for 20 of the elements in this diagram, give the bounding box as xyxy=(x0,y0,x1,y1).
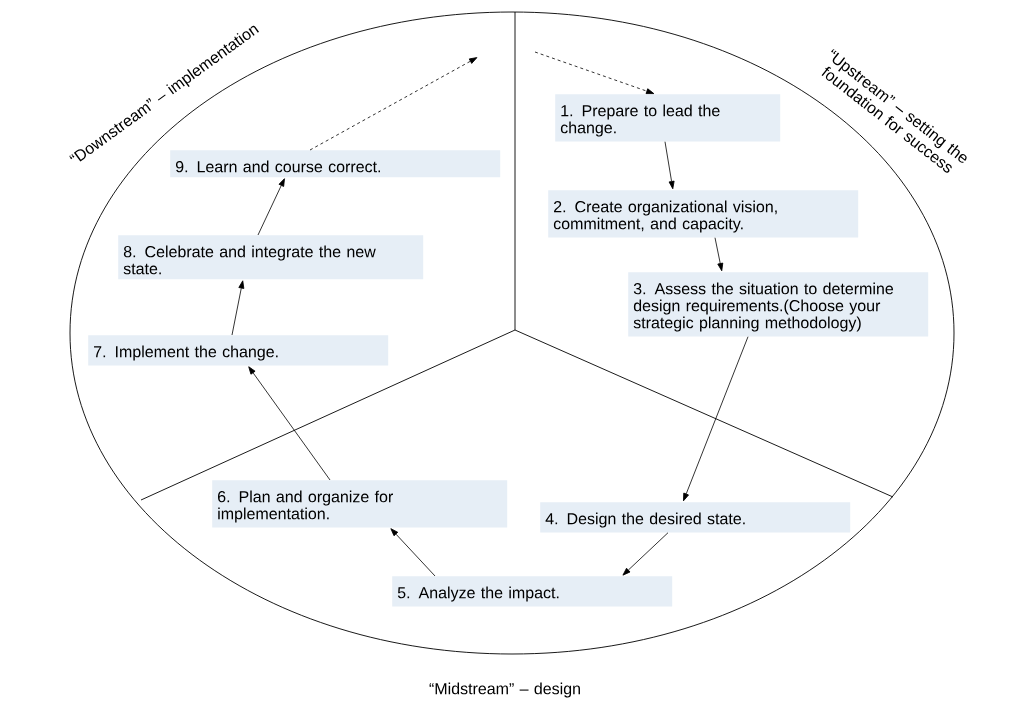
step-box: 8. Celebrate and integrate the new state. xyxy=(118,235,424,280)
step-box: 7. Implement the change. xyxy=(88,335,389,366)
step-box: 9. Learn and course correct. xyxy=(170,150,501,178)
arrow xyxy=(231,280,245,336)
arrow xyxy=(622,532,669,576)
arrow xyxy=(714,237,724,272)
step-box: 1. Prepare to lead the change. xyxy=(555,94,781,142)
step-box: 5. Analyze the impact. xyxy=(392,576,673,607)
arrow xyxy=(683,336,749,502)
section-label: “Midstream” – design xyxy=(429,682,580,698)
arrow xyxy=(390,528,436,577)
step-box: 3. Assess the situation to determine design requirements.(Choose your strategic planning methodology) xyxy=(628,272,929,337)
dashed-arrow xyxy=(534,51,655,94)
step-box: 6. Plan and organize for implementation. xyxy=(212,480,508,528)
arrow xyxy=(257,178,285,236)
step-box: 2. Create organizational vision, commitment, and capacity. xyxy=(548,190,859,238)
arrow xyxy=(664,141,675,190)
step-box: 4. Design the desired state. xyxy=(540,502,851,533)
arrow xyxy=(248,366,331,481)
dashed-arrow xyxy=(309,57,478,151)
